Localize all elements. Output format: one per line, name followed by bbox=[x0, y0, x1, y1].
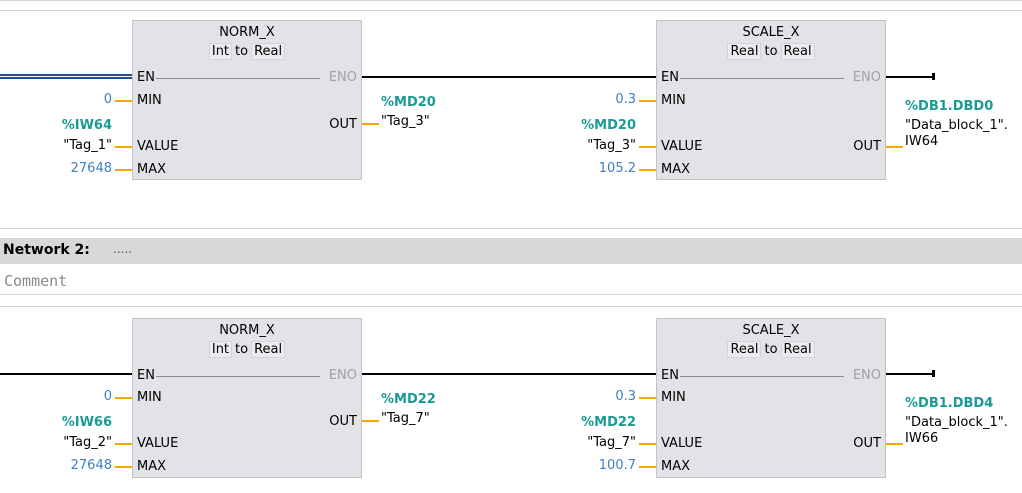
operand-out-address[interactable]: %MD22 bbox=[381, 392, 436, 407]
operand-value-address[interactable]: %IW64 bbox=[61, 118, 112, 133]
pin-min: MIN bbox=[661, 93, 686, 108]
eno-en-wire bbox=[362, 76, 656, 78]
to-type[interactable]: Real bbox=[251, 341, 286, 358]
network-header[interactable]: Network 2: ..... bbox=[0, 238, 1022, 264]
to-type[interactable]: Real bbox=[780, 341, 815, 358]
pin-eno: ENO bbox=[852, 368, 881, 383]
operand-out-tag[interactable]: "Tag_3" bbox=[381, 114, 430, 129]
operand-value-tag[interactable]: "Tag_1" bbox=[63, 138, 112, 153]
en-eno-line bbox=[156, 78, 320, 79]
pin-value: VALUE bbox=[661, 436, 703, 451]
eno-out-wire bbox=[886, 76, 934, 78]
operand-out-tag-line2: IW66 bbox=[905, 431, 939, 446]
network-title-field[interactable]: ..... bbox=[113, 242, 133, 256]
operand-min[interactable]: 0.3 bbox=[615, 389, 636, 404]
operand-max[interactable]: 27648 bbox=[70, 161, 112, 176]
operand-min[interactable]: 0.3 bbox=[615, 92, 636, 107]
wire-end-marker bbox=[932, 370, 935, 377]
to-label: to bbox=[235, 44, 249, 59]
power-rail bbox=[0, 373, 132, 375]
pin-eno: ENO bbox=[328, 70, 357, 85]
block-title: SCALE_X bbox=[742, 323, 800, 338]
power-rail bbox=[0, 74, 132, 79]
network-title: Network 2: bbox=[3, 242, 90, 258]
operand-out-tag[interactable]: "Data_block_1". bbox=[905, 118, 1008, 133]
network-comment[interactable]: Comment bbox=[0, 270, 1022, 295]
to-label: to bbox=[764, 342, 778, 357]
pin-max: MAX bbox=[661, 459, 691, 474]
operand-max[interactable]: 27648 bbox=[70, 458, 112, 473]
operand-out-tag[interactable]: "Tag_7" bbox=[381, 411, 430, 426]
en-eno-line bbox=[680, 78, 844, 79]
operand-out-address[interactable]: %DB1.DBD4 bbox=[905, 396, 994, 411]
to-type[interactable]: Real bbox=[780, 43, 815, 60]
operand-value-address[interactable]: %IW66 bbox=[61, 415, 112, 430]
operand-value-tag[interactable]: "Tag_3" bbox=[587, 138, 636, 153]
pin-out: OUT bbox=[329, 117, 357, 132]
eno-out-wire bbox=[886, 373, 934, 375]
block-title: NORM_X bbox=[219, 25, 275, 40]
pin-max: MAX bbox=[137, 162, 167, 177]
pin-max: MAX bbox=[661, 162, 691, 177]
from-type[interactable]: Int bbox=[208, 341, 233, 358]
pin-en: EN bbox=[137, 70, 155, 85]
comment-placeholder[interactable]: Comment bbox=[4, 272, 68, 290]
to-label: to bbox=[235, 342, 249, 357]
from-type[interactable]: Real bbox=[727, 43, 762, 60]
eno-en-wire bbox=[362, 373, 656, 375]
operand-min[interactable]: 0 bbox=[103, 389, 112, 404]
pin-en: EN bbox=[661, 70, 679, 85]
from-type[interactable]: Real bbox=[727, 341, 762, 358]
pin-eno: ENO bbox=[852, 70, 881, 85]
pin-max: MAX bbox=[137, 459, 167, 474]
operand-out-address[interactable]: %MD20 bbox=[381, 95, 436, 110]
block-title: NORM_X bbox=[219, 323, 275, 338]
operand-value-tag[interactable]: "Tag_7" bbox=[587, 435, 636, 450]
from-type[interactable]: Int bbox=[208, 43, 233, 60]
operand-out-tag-line2: IW64 bbox=[905, 134, 939, 149]
pin-en: EN bbox=[137, 368, 155, 383]
operand-value-tag[interactable]: "Tag_2" bbox=[63, 435, 112, 450]
wire-end-marker bbox=[932, 73, 935, 80]
to-type[interactable]: Real bbox=[251, 43, 286, 60]
en-eno-line bbox=[680, 376, 844, 377]
en-eno-line bbox=[156, 376, 320, 377]
block-title: SCALE_X bbox=[742, 25, 800, 40]
pin-value: VALUE bbox=[137, 436, 179, 451]
pin-out: OUT bbox=[853, 436, 881, 451]
operand-max[interactable]: 105.2 bbox=[598, 161, 636, 176]
pin-eno: ENO bbox=[328, 368, 357, 383]
pin-min: MIN bbox=[137, 93, 162, 108]
operand-max[interactable]: 100.7 bbox=[598, 458, 636, 473]
operand-value-address[interactable]: %MD22 bbox=[581, 415, 636, 430]
pin-out: OUT bbox=[853, 139, 881, 154]
pin-min: MIN bbox=[661, 390, 686, 405]
pin-out: OUT bbox=[329, 414, 357, 429]
operand-out-tag[interactable]: "Data_block_1". bbox=[905, 415, 1008, 430]
operand-value-address[interactable]: %MD20 bbox=[581, 118, 636, 133]
operand-min[interactable]: 0 bbox=[103, 92, 112, 107]
to-label: to bbox=[764, 44, 778, 59]
operand-out-address[interactable]: %DB1.DBD0 bbox=[905, 99, 994, 114]
pin-value: VALUE bbox=[661, 139, 703, 154]
pin-min: MIN bbox=[137, 390, 162, 405]
pin-value: VALUE bbox=[137, 139, 179, 154]
pin-en: EN bbox=[661, 368, 679, 383]
